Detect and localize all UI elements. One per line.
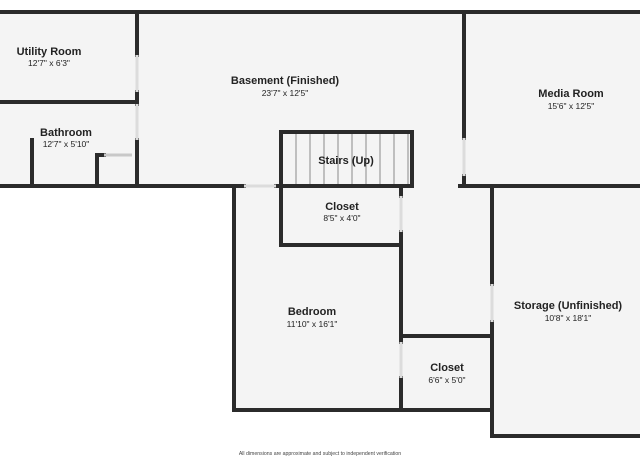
media-room-name: Media Room — [538, 88, 604, 100]
room-labels: Utility Room 12'7" x 6'3" Bathroom 12'7"… — [17, 46, 623, 385]
floor-bedroom-block — [234, 186, 492, 410]
bathroom-dims: 12'7" x 5'10" — [43, 139, 90, 149]
floor-upper-block — [0, 12, 640, 186]
media-room-dims: 15'6" x 12'5" — [548, 101, 595, 111]
storage-dims: 10'8" x 18'1" — [545, 313, 592, 323]
wall-stairs — [279, 130, 414, 188]
walls — [0, 10, 640, 438]
basement-name: Basement (Finished) — [231, 75, 340, 87]
bedroom-name: Bedroom — [288, 306, 337, 318]
closet-1-name: Closet — [325, 201, 359, 213]
closet-1-dims: 8'5" x 4'0" — [323, 213, 360, 223]
utility-room-dims: 12'7" x 6'3" — [28, 58, 70, 68]
closet-2-dims: 6'6" x 5'0" — [428, 375, 465, 385]
utility-room-name: Utility Room — [17, 46, 82, 58]
door-openings — [135, 55, 494, 378]
disclaimer-footnote: All dimensions are approximate and subje… — [238, 451, 402, 457]
closet-2-name: Closet — [430, 362, 464, 374]
floor-storage-block — [492, 186, 640, 436]
bathroom-name: Bathroom — [40, 127, 92, 139]
storage-name: Storage (Unfinished) — [514, 300, 623, 312]
stairs-name: Stairs (Up) — [318, 155, 374, 167]
stair-treads — [295, 134, 409, 184]
bedroom-dims: 11'10" x 16'1" — [287, 319, 338, 329]
basement-dims: 23'7" x 12'5" — [262, 88, 309, 98]
floor-fills — [0, 12, 640, 436]
